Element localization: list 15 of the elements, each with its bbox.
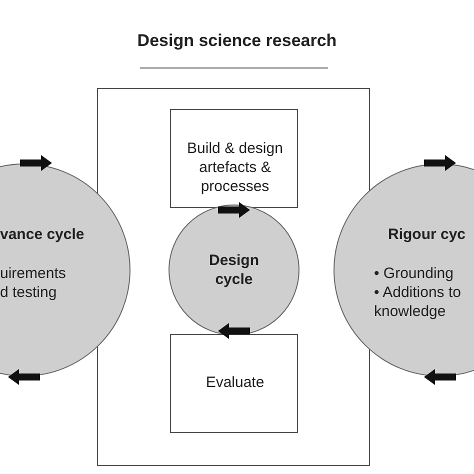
block-arrow [218, 323, 250, 339]
cycle-heading: Rigour cyc [388, 225, 466, 244]
node-text: uirements d testing [0, 264, 67, 302]
node-text: Build & design artefacts & processes [186, 139, 284, 196]
node-text: • Grounding [374, 264, 454, 283]
frame-box [97, 88, 370, 466]
process-box [170, 334, 298, 433]
cycle-circle [168, 206, 300, 334]
node-text: • Additions to knowledge [374, 283, 462, 321]
cycle-heading: Design cycle [208, 251, 260, 289]
node-text: Evaluate [204, 373, 266, 392]
cycle-heading: vance cycle [0, 225, 84, 244]
title: Design science research [136, 31, 338, 51]
block-arrow [218, 202, 250, 218]
process-box [170, 109, 298, 208]
